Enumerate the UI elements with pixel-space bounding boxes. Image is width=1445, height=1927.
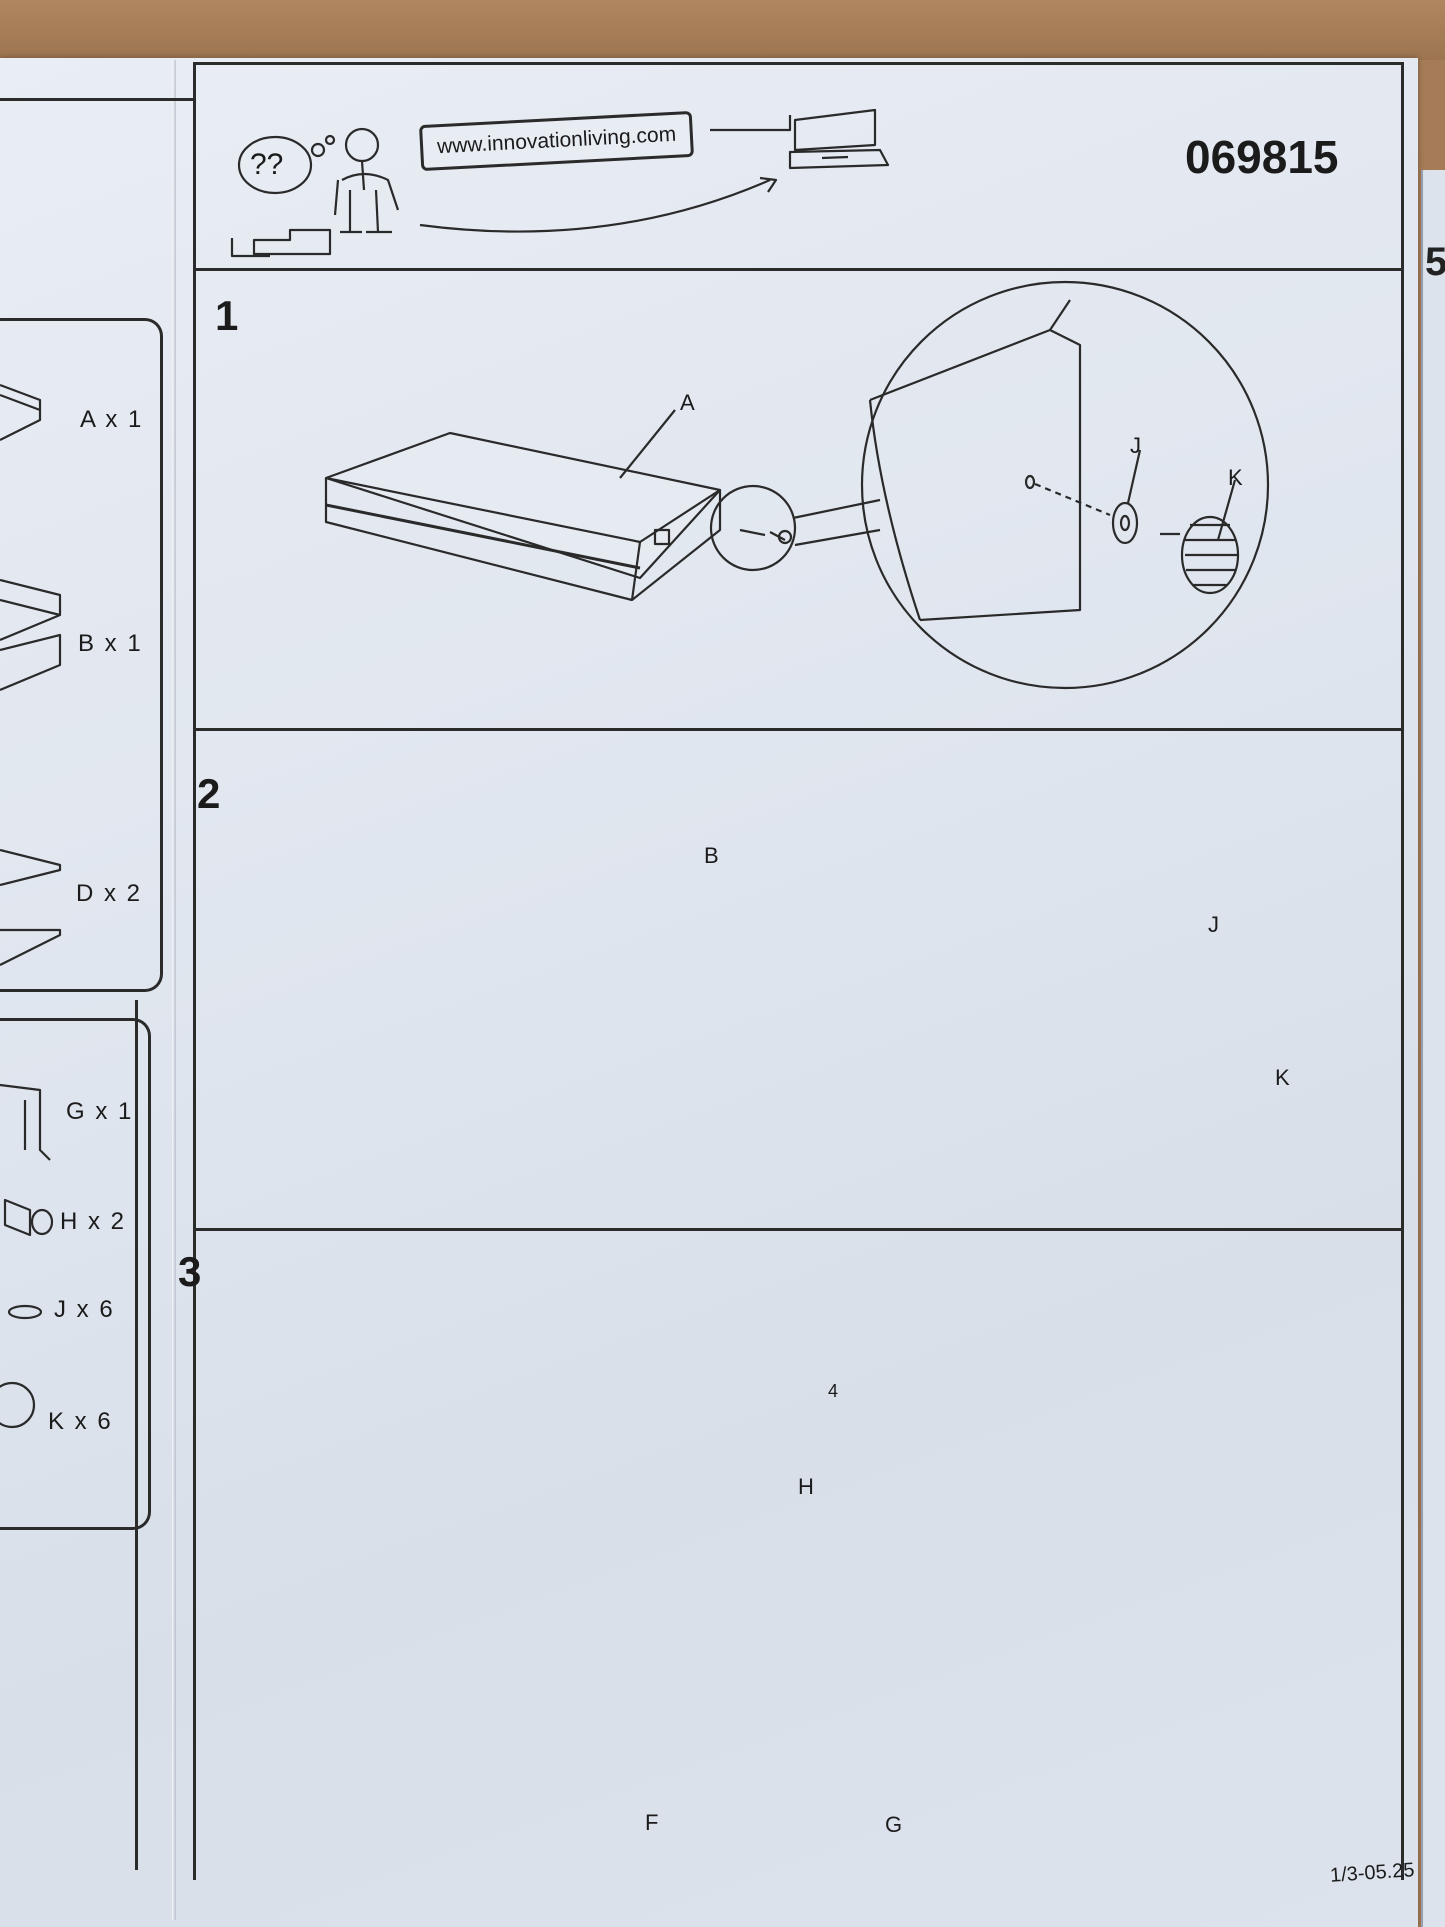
part-label-d: D x 2 — [76, 880, 143, 907]
callout-a: A — [680, 390, 695, 415]
callout-j-step2: J — [1208, 912, 1219, 937]
step-divider-1 — [193, 728, 1401, 731]
header-divider — [193, 268, 1401, 271]
callout-k-step1: K — [1228, 465, 1243, 490]
parts-sketches — [0, 383, 62, 1429]
product-code: 069815 — [1185, 131, 1339, 183]
part-label-j: J x 6 — [54, 1296, 115, 1323]
callout-f: F — [645, 1810, 659, 1835]
callout-b: B — [704, 843, 719, 868]
instruction-frame — [193, 62, 1404, 1880]
cardboard-background — [0, 0, 1445, 60]
part-label-a: A x 1 — [80, 406, 144, 433]
parts-panel-hardware — [0, 1018, 151, 1530]
step-number-1: 1 — [215, 292, 239, 339]
parts-panel-boards — [0, 318, 163, 992]
part-label-k: K x 6 — [48, 1408, 113, 1435]
callout-j-step1: J — [1130, 433, 1141, 458]
paper-crease — [172, 60, 176, 1920]
step-1-illustration — [324, 280, 1270, 690]
instruction-sheet — [0, 58, 1418, 1927]
next-sheet-edge: 5 — [1421, 170, 1445, 1927]
next-sheet-fragment: 5 — [1425, 240, 1445, 284]
left-column-top-line — [0, 98, 196, 101]
callout-k-step2: K — [1275, 1065, 1290, 1090]
callout-g: G — [885, 1812, 903, 1837]
left-column-line — [135, 1000, 138, 1870]
part-label-b: B x 1 — [78, 630, 143, 657]
step-divider-2 — [193, 1228, 1401, 1231]
help-illustration — [230, 108, 890, 258]
part-label-g: G x 1 — [66, 1098, 134, 1125]
callout-h: H — [798, 1474, 814, 1499]
thought-bubble-text: ?? — [250, 148, 284, 181]
step-number-3: 3 — [178, 1248, 202, 1295]
part-label-h: H x 2 — [60, 1208, 127, 1235]
step-number-2: 2 — [197, 770, 221, 817]
callout-allen-key-4: 4 — [828, 1381, 839, 1401]
